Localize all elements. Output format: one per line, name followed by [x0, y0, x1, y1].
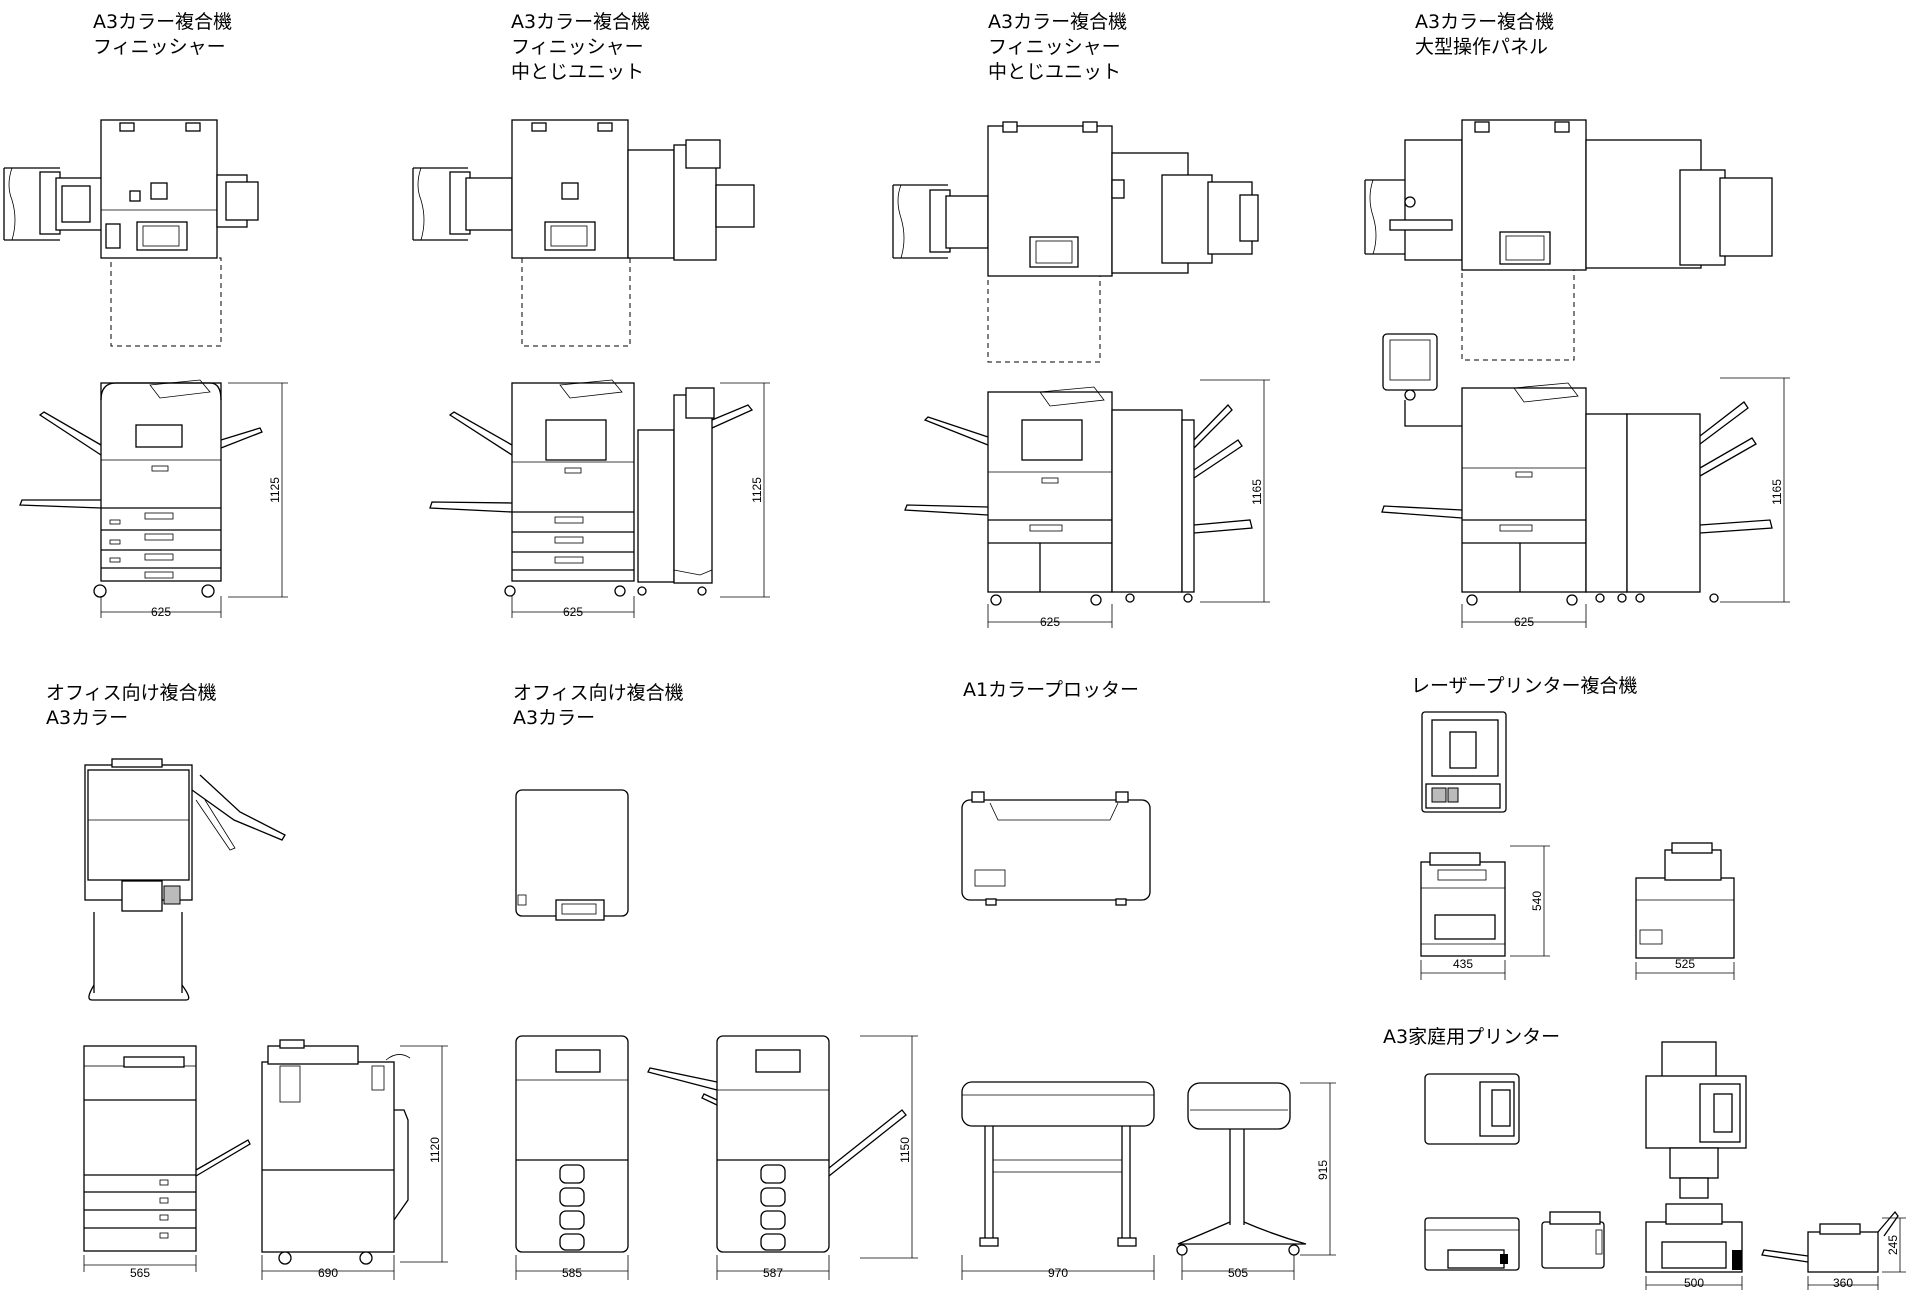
title-line: A3カラー複合機	[1415, 11, 1555, 33]
g2-top-view	[412, 119, 755, 347]
g9-top-view-a	[1424, 1073, 1520, 1145]
g6-side-view	[647, 1035, 918, 1280]
dim-g8-height: 540	[1530, 891, 1544, 911]
g3-front-view	[904, 379, 1270, 628]
g4-top-view	[1364, 119, 1773, 361]
title-line: 中とじユニット	[988, 61, 1122, 83]
g7-top-view	[961, 791, 1151, 906]
group-title-office-mfp-a3-color-2: オフィス向け複合機 A3カラー	[513, 681, 684, 731]
dim-g9-side-width: 360	[1833, 1276, 1853, 1290]
dim-g3-height: 1165	[1250, 479, 1264, 505]
dim-g9-front-width: 500	[1684, 1276, 1704, 1290]
title-line: レーザープリンター複合機	[1411, 675, 1638, 697]
dim-g7-front-width: 970	[1048, 1266, 1068, 1280]
dim-g6-height: 1150	[898, 1137, 912, 1163]
title-line: 中とじユニット	[511, 61, 645, 83]
g1-front-view	[19, 379, 288, 618]
g9-side-view-b	[1761, 1210, 1906, 1290]
dim-g6-side-width: 587	[763, 1266, 783, 1280]
title-line: A3カラー	[46, 707, 129, 729]
g5-front-view	[83, 1045, 251, 1272]
dim-g6-front-width: 585	[562, 1266, 582, 1280]
g4-front-view	[1381, 333, 1790, 628]
title-line: A3カラー複合機	[511, 11, 651, 33]
title-line: A1カラープロッター	[963, 679, 1139, 701]
g8-side-view	[1635, 842, 1735, 980]
g9-top-view-b	[1645, 1041, 1747, 1199]
g9-front-view-b	[1645, 1203, 1743, 1290]
dim-g2-width: 625	[563, 605, 583, 619]
dimension-labels: 625 1125 625 1125 625 1165 625 1165 565 …	[130, 477, 1900, 1290]
dim-g1-height: 1125	[268, 477, 282, 503]
dim-g4-height: 1165	[1770, 479, 1784, 505]
title-line: A3カラー複合機	[93, 11, 233, 33]
title-line: フィニッシャー	[988, 36, 1121, 58]
title-line: フィニッシャー	[511, 36, 644, 58]
group-title-a1-color-plotter: A1カラープロッター	[963, 678, 1139, 703]
dim-g3-width: 625	[1040, 615, 1060, 629]
title-line: A3カラー複合機	[988, 11, 1128, 33]
dim-g8-side-width: 525	[1675, 957, 1695, 971]
title-line: A3家庭用プリンター	[1383, 1026, 1561, 1048]
title-line: オフィス向け複合機	[46, 682, 217, 704]
g7-side-view	[1176, 1082, 1336, 1280]
g5-top-view	[84, 758, 286, 1001]
group-title-a3-color-mfp-finisher-saddle-2: A3カラー複合機 フィニッシャー 中とじユニット	[988, 10, 1127, 85]
g2-front-view	[429, 379, 770, 618]
dim-g5-front-width: 565	[130, 1266, 150, 1280]
dim-g8-front-width: 435	[1453, 957, 1473, 971]
g8-front-view	[1420, 845, 1550, 980]
g1-top-view	[3, 119, 259, 347]
group-title-a3-color-mfp-finisher: A3カラー複合機 フィニッシャー	[93, 10, 232, 60]
title-line: フィニッシャー	[93, 36, 226, 58]
g9-side-view-a	[1541, 1211, 1605, 1269]
dim-g9-height: 245	[1886, 1235, 1900, 1255]
g7-front-view	[961, 1081, 1155, 1280]
dim-g5-side-width: 690	[318, 1266, 338, 1280]
dim-g7-height: 915	[1316, 1160, 1330, 1180]
g5-side-view	[261, 1039, 448, 1280]
g9-front-view-a	[1424, 1217, 1520, 1271]
title-line: オフィス向け複合機	[513, 682, 684, 704]
group-title-a3-home-printer: A3家庭用プリンター	[1383, 1025, 1560, 1050]
g8-top-view	[1421, 711, 1507, 813]
dim-g1-width: 625	[151, 605, 171, 619]
dim-g2-height: 1125	[750, 477, 764, 503]
g6-front-view	[515, 1035, 629, 1280]
group-title-office-mfp-a3-color: オフィス向け複合機 A3カラー	[46, 681, 217, 731]
title-line: A3カラー	[513, 707, 596, 729]
dim-g7-side-width: 505	[1228, 1266, 1248, 1280]
g6-top-view	[515, 789, 629, 921]
group-title-laser-printer-mfp: レーザープリンター複合機	[1411, 674, 1637, 699]
dim-g5-height: 1120	[428, 1137, 442, 1163]
title-line: 大型操作パネル	[1415, 36, 1549, 58]
g3-top-view	[892, 121, 1259, 363]
group-title-a3-color-mfp-large-panel: A3カラー複合機 大型操作パネル	[1415, 10, 1554, 60]
group-title-a3-color-mfp-finisher-saddle: A3カラー複合機 フィニッシャー 中とじユニット	[511, 10, 650, 85]
dim-g4-width: 625	[1514, 615, 1534, 629]
